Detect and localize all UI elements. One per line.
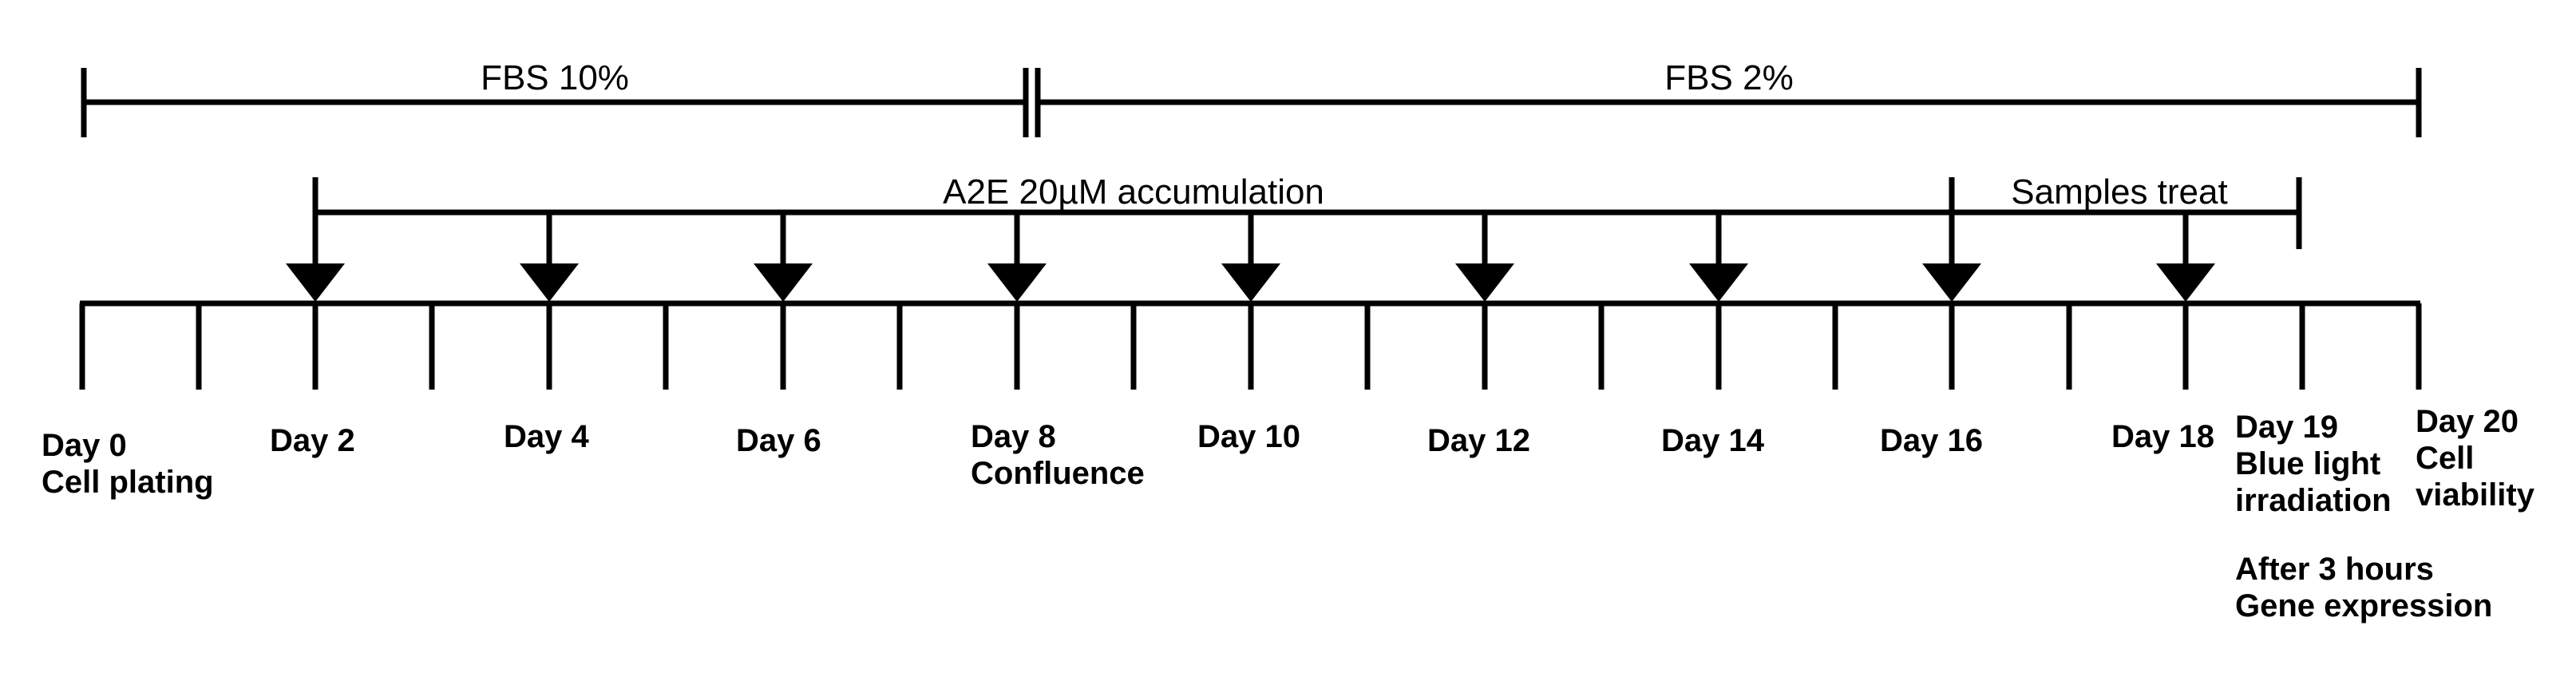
day-note: Blue light	[2235, 446, 2380, 481]
arrow-day-12	[1455, 212, 1514, 302]
day-label: Day 20	[2416, 404, 2519, 439]
arrow-day-8	[987, 212, 1047, 302]
fbs-2-bracket	[1035, 68, 2422, 137]
arrow-day-10	[1221, 212, 1280, 302]
day-note: Gene expression	[2235, 588, 2492, 624]
day-note: viability	[2416, 477, 2535, 513]
day-label: Day 12	[1427, 423, 1530, 458]
fbs-10-bracket	[81, 68, 1029, 137]
day-note: After 3 hours	[2235, 552, 2434, 587]
day-note: Cell	[2416, 441, 2474, 476]
day-label: Day 18	[2111, 419, 2214, 454]
fbs-10-label: FBS 10%	[481, 58, 629, 97]
day-note: Confluence	[971, 456, 1145, 491]
day-label: Day 16	[1880, 423, 1983, 458]
day-label: Day 10	[1197, 419, 1300, 454]
arrow-day-2	[286, 212, 345, 302]
day-label: Day 14	[1661, 423, 1765, 458]
day-note: Cell plating	[42, 465, 214, 500]
samples-treat-label: Samples treat	[2011, 172, 2227, 212]
arrow-group	[286, 212, 2215, 302]
day-label: Day 19	[2235, 410, 2338, 445]
arrow-day-4	[520, 212, 579, 302]
day-label: Day 6	[736, 423, 821, 458]
arrow-day-14	[1689, 212, 1748, 302]
tick-group	[79, 303, 2422, 390]
fbs-2-label: FBS 2%	[1664, 58, 1793, 97]
day-labels: Day 0 Cell plating Day 2 Day 4 Day 6 Day…	[42, 404, 2535, 624]
arrow-day-16	[1922, 212, 1981, 302]
day-label: Day 2	[270, 423, 355, 458]
a2e-accumulation-label: A2E 20µM accumulation	[943, 172, 1324, 212]
day-note: irradiation	[2235, 483, 2392, 518]
day-label: Day 0	[42, 428, 127, 463]
arrow-day-18	[2156, 212, 2215, 302]
arrow-day-6	[754, 212, 813, 302]
day-label: Day 8	[971, 419, 1056, 454]
day-label: Day 4	[504, 419, 589, 454]
